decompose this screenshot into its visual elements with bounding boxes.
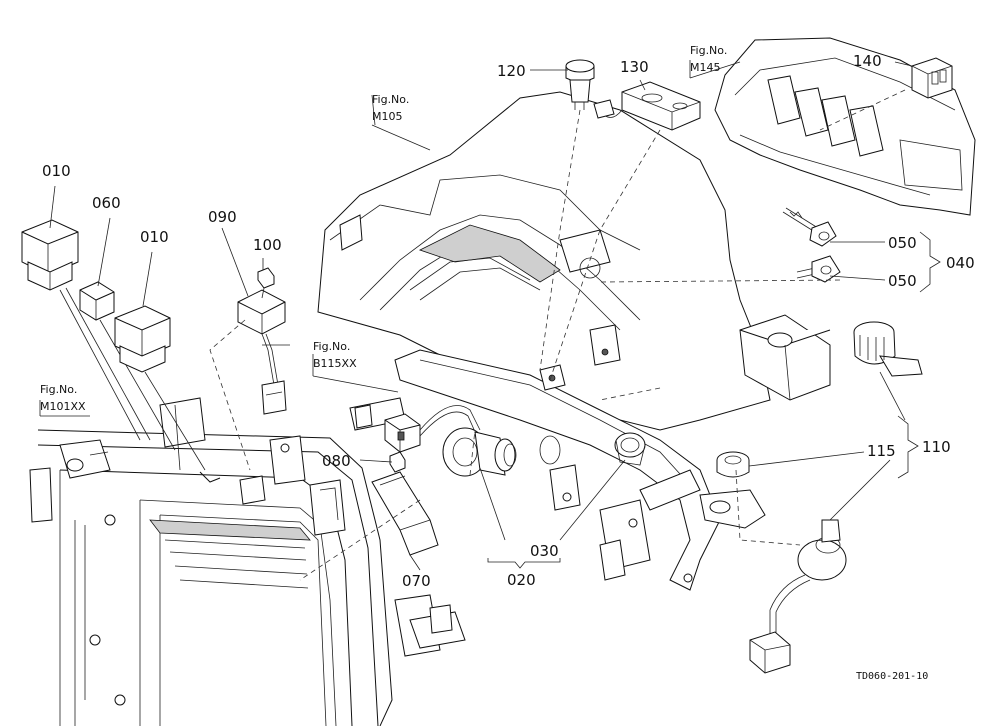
power-socket-assembly (384, 405, 561, 477)
clip-080 (389, 451, 406, 473)
relay-010-top (21, 219, 151, 441)
panel-bracket (349, 349, 766, 591)
label-010-middle: 010 (140, 228, 169, 246)
fig-ref-m101xx-number: M101XX (40, 400, 86, 413)
label-110: 110 (922, 438, 951, 456)
flasher-unit-090 (209, 289, 290, 471)
label-070: 070 (402, 572, 431, 590)
knob-115 (853, 321, 923, 377)
dashboard-cover (317, 91, 831, 431)
fig-ref-m145-title: Fig.No. (690, 44, 727, 57)
relay-060 (79, 281, 176, 451)
label-090: 090 (208, 208, 237, 226)
relay-010-middle (114, 305, 206, 471)
label-010-top: 010 (42, 162, 71, 180)
switch-120 (565, 59, 595, 110)
label-060: 060 (92, 194, 121, 212)
front-panel-frame (29, 397, 466, 726)
label-050-bottom: 050 (888, 272, 917, 290)
label-050-top: 050 (888, 234, 917, 252)
key-050-top (782, 207, 837, 247)
drawing-code: TD060-201-10 (856, 671, 928, 682)
label-140: 140 (853, 52, 882, 70)
label-030: 030 (530, 542, 559, 560)
fuse-box-070 (371, 471, 439, 556)
fig-ref-b115xx-number: B115XX (313, 357, 357, 370)
label-080: 080 (322, 452, 351, 470)
key-switch-body (749, 519, 847, 674)
fig-ref-m105-number: M105 (372, 110, 403, 123)
label-100: 100 (253, 236, 282, 254)
leader-lines (39, 60, 941, 571)
terminal-100 (257, 267, 275, 299)
fig-ref-b115xx-title: Fig.No. (313, 340, 350, 353)
label-040: 040 (946, 254, 975, 272)
key-050-bottom (796, 255, 841, 283)
label-120: 120 (497, 62, 526, 80)
fig-ref-m145-number: M145 (690, 61, 721, 74)
fig-ref-m101xx-title: Fig.No. (40, 383, 77, 396)
fig-ref-m105-title: Fig.No. (372, 93, 409, 106)
switch-130 (593, 81, 701, 131)
label-115: 115 (867, 442, 896, 460)
assembly-lines (299, 89, 906, 581)
connector-140 (911, 57, 953, 99)
nut-115 (716, 451, 750, 478)
cap-030 (614, 432, 646, 466)
label-020: 020 (507, 571, 536, 589)
label-130: 130 (620, 58, 649, 76)
